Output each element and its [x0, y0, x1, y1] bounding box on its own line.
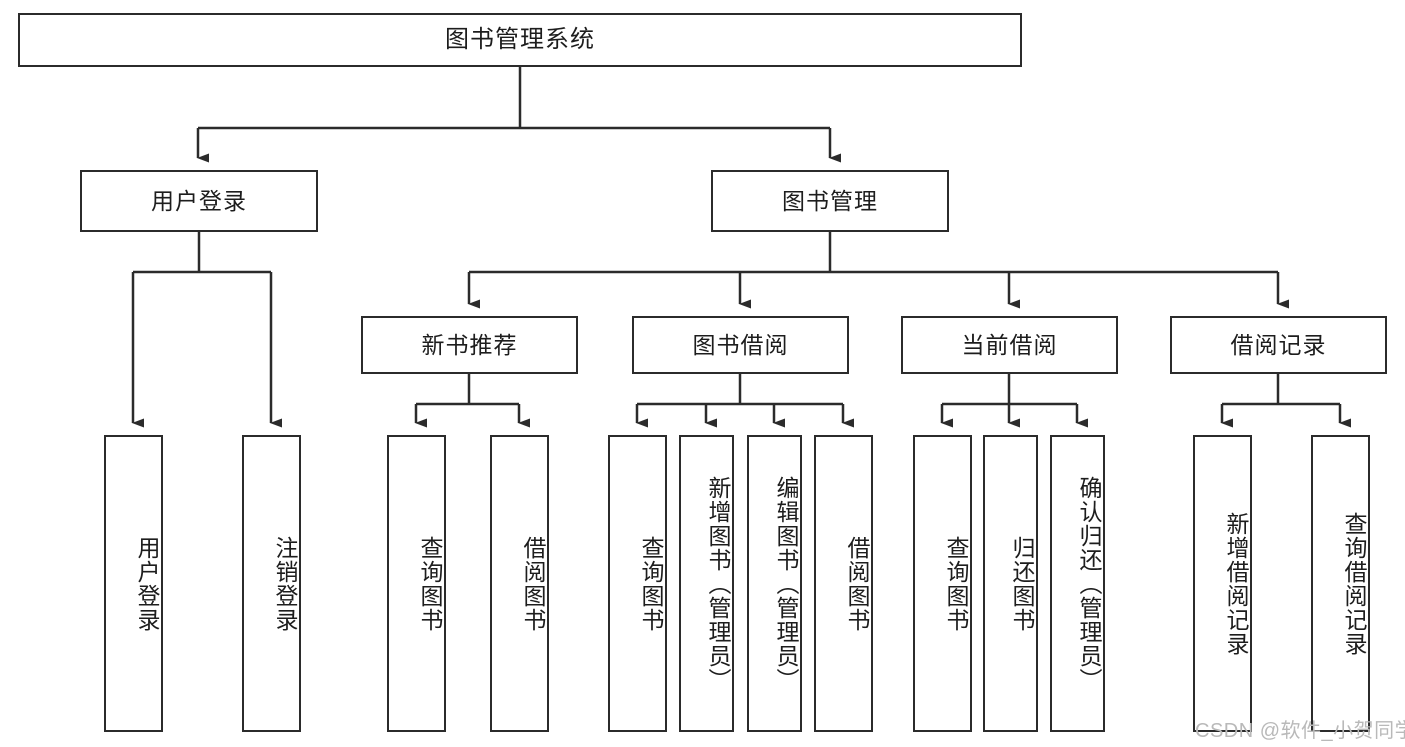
node-current-borrowing[interactable]: 当前借阅: [901, 316, 1118, 374]
leaf-confirm-return-admin[interactable]: 确认归还（管理员）: [1050, 435, 1105, 732]
node-label: 用户登录: [134, 535, 160, 632]
node-new-book-recommendation[interactable]: 新书推荐: [361, 316, 578, 374]
leaf-query-book-new[interactable]: 查询图书: [387, 435, 446, 732]
node-label: 查询借阅记录: [1341, 511, 1367, 656]
leaf-borrow-book-new[interactable]: 借阅图书: [490, 435, 549, 732]
leaf-add-borrow-record[interactable]: 新增借阅记录: [1193, 435, 1252, 732]
leaf-query-borrow-record[interactable]: 查询借阅记录: [1311, 435, 1370, 732]
node-label: 查询图书: [638, 535, 664, 632]
node-borrowing-record[interactable]: 借阅记录: [1170, 316, 1387, 374]
node-label: 新书推荐: [421, 331, 518, 358]
node-label: 新增借阅记录: [1223, 511, 1249, 656]
node-label: 借阅图书: [844, 535, 870, 632]
node-label: 图书管理系统: [445, 26, 595, 53]
node-label: 当前借阅: [961, 331, 1058, 358]
node-label: 注销登录: [272, 535, 298, 632]
node-label: 编辑图书（管理员）: [773, 475, 799, 692]
leaf-query-book-current[interactable]: 查询图书: [913, 435, 972, 732]
node-book-management[interactable]: 图书管理: [711, 170, 949, 232]
leaf-logout[interactable]: 注销登录: [242, 435, 301, 732]
node-label: 借阅记录: [1230, 331, 1327, 358]
node-label: 图书借阅: [692, 331, 789, 358]
leaf-edit-book-admin[interactable]: 编辑图书（管理员）: [747, 435, 802, 732]
leaf-borrow-book[interactable]: 借阅图书: [814, 435, 873, 732]
node-label: 借阅图书: [520, 535, 546, 632]
leaf-add-book-admin[interactable]: 新增图书（管理员）: [679, 435, 734, 732]
node-user-login[interactable]: 用户登录: [80, 170, 318, 232]
node-label: 图书管理: [782, 187, 878, 214]
node-book-borrowing[interactable]: 图书借阅: [632, 316, 849, 374]
node-label: 新增图书（管理员）: [705, 475, 731, 692]
node-root-book-management-system[interactable]: 图书管理系统: [18, 13, 1022, 67]
csdn-watermark: CSDN @软件_小贺同学: [1195, 720, 1405, 742]
node-label: 查询图书: [943, 535, 969, 632]
leaf-return-book[interactable]: 归还图书: [983, 435, 1038, 732]
node-label: 归还图书: [1009, 535, 1035, 632]
leaf-user-login[interactable]: 用户登录: [104, 435, 163, 732]
node-label: 查询图书: [417, 535, 443, 632]
node-label: 用户登录: [151, 187, 247, 214]
node-label: 确认归还（管理员）: [1076, 475, 1102, 692]
leaf-query-book-borrow[interactable]: 查询图书: [608, 435, 667, 732]
